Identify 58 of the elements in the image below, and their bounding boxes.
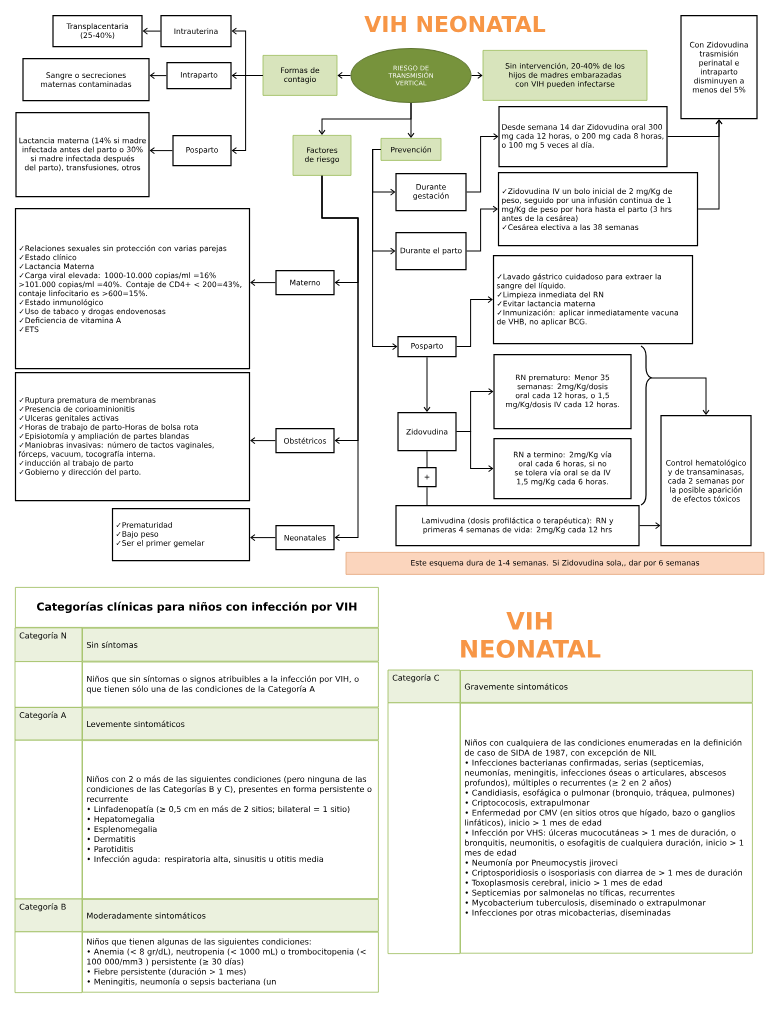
category-name: Categoría C: [387, 669, 461, 704]
connector-line: [426, 450, 428, 468]
condition-text: • Linfadenopatía (≥ 0,5 cm en más de 2 sitios; bilateral = 1 sitio): [87, 805, 350, 814]
arrow: [639, 522, 661, 530]
condition-text: • Infección por VHS: úlceras mucocutáneas > 1 mes de duración, o bronquitis, neumonitis, o esofagitis de cualquiera duración, inicio > 1 mes de edad: [465, 829, 744, 856]
condition-text: • Candidiasis, esofágica o pulmonar (bronquio, tráquea, pulmones): [465, 789, 735, 798]
condition-text: Niños que sin síntomas o signos atribuibles a la infección por VIH, o que tienen sólo una de las condiciones de la Categoría A: [86, 675, 359, 694]
arrow: [250, 437, 276, 445]
arrow: [149, 147, 173, 155]
category-name: Categoría A: [14, 707, 83, 741]
condition-text: • Meningitis, neumonía o sepsis bacteriana (un: [87, 978, 276, 987]
condition-text: • Neumonía por Pneumocystis jiroveci: [465, 859, 618, 868]
arrow: [142, 27, 161, 35]
title: VIH NEONATAL: [461, 612, 601, 658]
arrow: [471, 71, 483, 79]
condition-text: Niños con 2 o más de las siguientes condiciones (pero ninguna de las condiciones de las Categorías B y C), presentes en forma persistente o recurrente: [86, 775, 372, 803]
arrow: [466, 205, 498, 252]
condition-text: Niños que tienen algunas de las siguientes condiciones:: [87, 938, 311, 947]
arrow: [423, 356, 431, 412]
condition-text: • Esplenomegalia: [87, 825, 157, 834]
arrow: [650, 377, 710, 415]
checklist-box: [492, 255, 694, 345]
table-title: Categorías clínicas para niños con infección por VIH: [15, 587, 379, 628]
arrow: [456, 296, 493, 348]
checklist-box: [14, 208, 251, 370]
arrow: [697, 119, 723, 210]
arrow: [149, 72, 167, 80]
title: VIH NEONATAL: [364, 15, 546, 33]
checklist-box: [14, 372, 251, 502]
condition-text: • Infección aguda: respiratoria alta, sinusitis u otitis media: [87, 855, 324, 864]
arrow: [456, 431, 494, 473]
condition-text: • Criptococosis, extrapulmonar: [465, 799, 590, 808]
condition-text: • Septicemias por salmonelas no tíficas, recurrentes: [465, 889, 675, 898]
condition-text: • Toxoplasmosis cerebral, inicio > 1 mes de edad: [465, 879, 662, 888]
arrow: [407, 102, 415, 138]
arrow: [250, 534, 276, 542]
condition-text: • Infecciones bacterianas confirmadas, serias (septicemias, neumonías, meningitis, infecciones óseas o articulares, abscesos profundos), múltiples o recurrentes (≥ 2 en 2 años): [465, 759, 726, 788]
condition-text: • Parotiditis: [87, 845, 133, 853]
category-name: Categoría N: [14, 627, 83, 662]
arrow: [321, 175, 359, 542]
arrow: [250, 279, 276, 287]
condition-text: • Criptosporidiosis o isosporiasis con diarrea de > 1 mes de duración: [465, 869, 742, 878]
arrow: [466, 133, 499, 193]
condition-text: • Mycobacterium tuberculosis, diseminado o extrapulmonar: [465, 899, 706, 908]
condition-text: • Enfermedad por CMV (en sitios otros que hígado, bazo o ganglios linfáticos), inicio > 1 mes de edad: [465, 809, 735, 827]
arrow: [372, 148, 398, 351]
condition-text: • Anemia (< 8 gr/dL), neutropenia (< 1000 mL) o trombocitopenia (< 100 000/mm3 ) persistente (≥ 30 días): [87, 948, 366, 967]
arrow: [337, 71, 351, 79]
category-name: Categoría B: [14, 898, 83, 933]
condition-text: • Infecciones por otras micobacterias, diseminadas: [465, 909, 671, 918]
checklist-box: [497, 172, 699, 247]
arrow: [231, 74, 264, 155]
condition-text: Niños con cualquiera de las condiciones enumeradas en la definición de caso de SIDA de 1987, con excepción de NIL: [464, 739, 742, 758]
checklist-box: [111, 508, 251, 562]
condition-text: • Fiebre persistente (duración > 1 mes): [87, 968, 246, 977]
condition-text: • Hepatomegalia: [87, 815, 155, 824]
connector-line: [426, 486, 428, 506]
condition-text: • Dermatitis: [87, 835, 136, 843]
